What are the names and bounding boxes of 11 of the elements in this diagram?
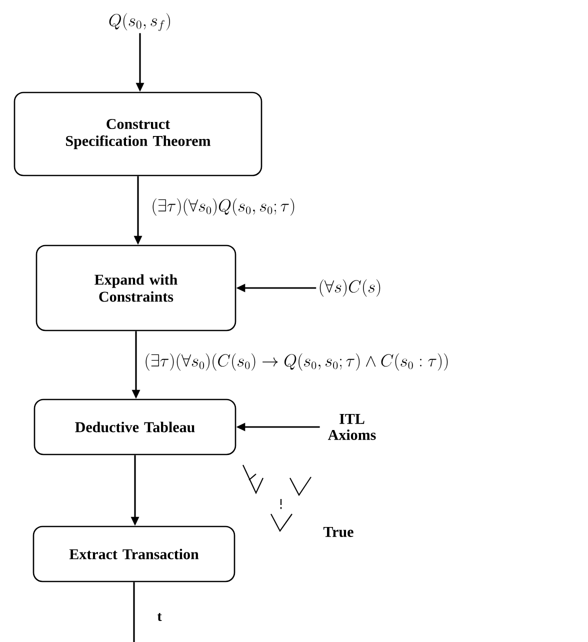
edge-label: t <box>157 612 162 622</box>
process-box: Deductive Tableau <box>34 398 236 456</box>
process-box: Expand with Constraints <box>36 244 236 332</box>
input-text: ITL Axioms <box>328 414 376 440</box>
formula-text: $Q(s_0, s_f)$ <box>109 13 170 32</box>
process-box: Construct Specification Theorem <box>14 92 262 176</box>
edge-label: $(\exists \tau)(\forall s_0)(C(s_0) \rightarrow Q(s_0, s_0; \tau) \wedge C(s_0 : \tau))$ <box>146 353 448 371</box>
process-box: Extract Transaction <box>32 526 236 582</box>
edge-label: $(\exists \tau)(\forall s_0) Q(s_0, s_0; \tau)$ <box>152 198 294 216</box>
result-label: True <box>323 527 354 537</box>
formula-text: $(\forall s) C(s)$ <box>320 279 380 297</box>
